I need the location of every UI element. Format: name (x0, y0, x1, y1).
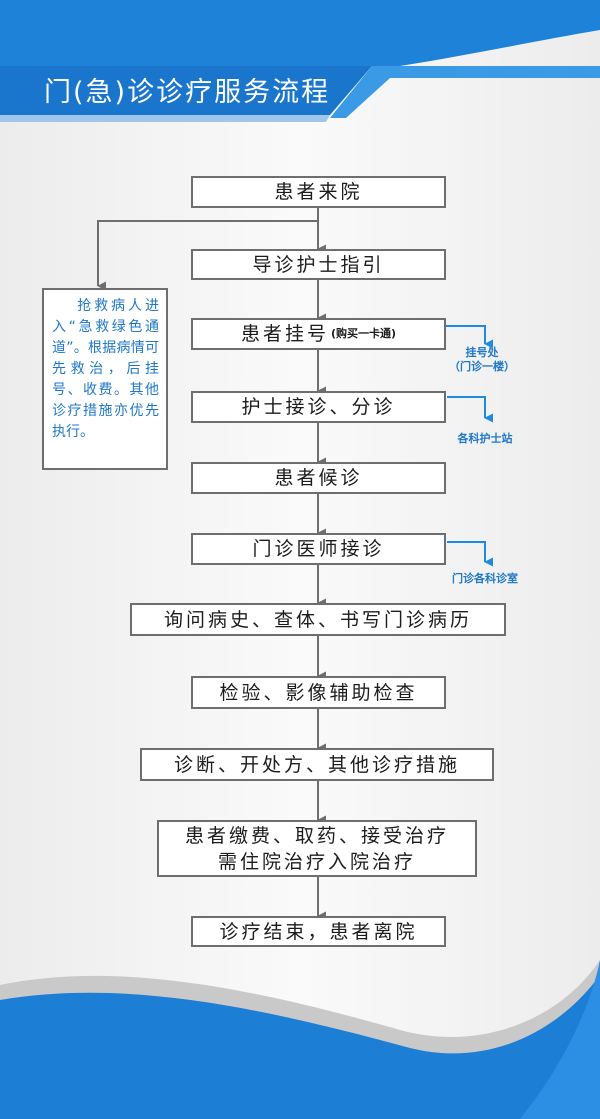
side-arrow-nurse-station (447, 396, 494, 423)
step-label: 患者来院 (274, 181, 363, 203)
step-label: 导诊护士指引 (252, 253, 385, 276)
emergency-green-channel-note: 抢救病人进入“急救绿色通道”。根据病情可先救治，后挂号、收费。其他诊疗措施亦优先… (42, 288, 168, 470)
step-label: 患者缴费、取药、接受治疗 (184, 824, 449, 847)
page-title: 门(急)诊诊疗服务流程 (44, 77, 331, 108)
step-patient-arrives: 患者来院 (191, 176, 446, 208)
step-label: 护士接诊、分诊 (241, 396, 396, 418)
step-registration: 患者挂号(购买一卡通) (191, 318, 446, 350)
registration-location-line1: 挂号处 (465, 346, 499, 359)
registration-location-line2: （门诊一楼） (449, 360, 515, 373)
step-guide-nurse: 导诊护士指引 (191, 249, 446, 280)
step-label: 门诊医师接诊 (252, 538, 385, 560)
arrow-branch-emergency (97, 220, 318, 291)
step-label: 患者挂号 (240, 323, 329, 345)
nurse-station-note: 各科护士站 (457, 432, 513, 445)
step-label-line2: 需住院治疗入院治疗 (217, 850, 416, 873)
side-arrow-clinic-room (447, 541, 494, 567)
step-end-discharge: 诊疗结束，患者离院 (191, 916, 446, 947)
step-lab-imaging: 检验、影像辅助检查 (191, 676, 446, 709)
step-doctor-consult: 门诊医师接诊 (191, 533, 446, 565)
step-history-exam: 询问病史、查体、书写门诊病历 (130, 603, 506, 636)
step-nurse-triage: 护士接诊、分诊 (191, 391, 446, 423)
step-waiting: 患者候诊 (191, 462, 446, 494)
step-label: 诊断、开处方、其他诊疗措施 (173, 753, 460, 776)
registration-location-note: 挂号处 （门诊一楼） (436, 346, 528, 374)
step-diagnosis-prescription: 诊断、开处方、其他诊疗措施 (140, 748, 494, 781)
side-arrow-registration (445, 325, 494, 349)
step-label: 患者候诊 (274, 467, 363, 489)
step-label: 询问病史、查体、书写门诊病历 (163, 608, 472, 631)
step-sublabel: (购买一卡通) (330, 327, 397, 340)
step-payment-treatment: 患者缴费、取药、接受治疗 需住院治疗入院治疗 (157, 820, 477, 877)
step-label: 诊疗结束，患者离院 (219, 920, 418, 943)
clinic-room-note: 门诊各科诊室 (452, 572, 518, 585)
step-label: 检验、影像辅助检查 (219, 681, 418, 704)
